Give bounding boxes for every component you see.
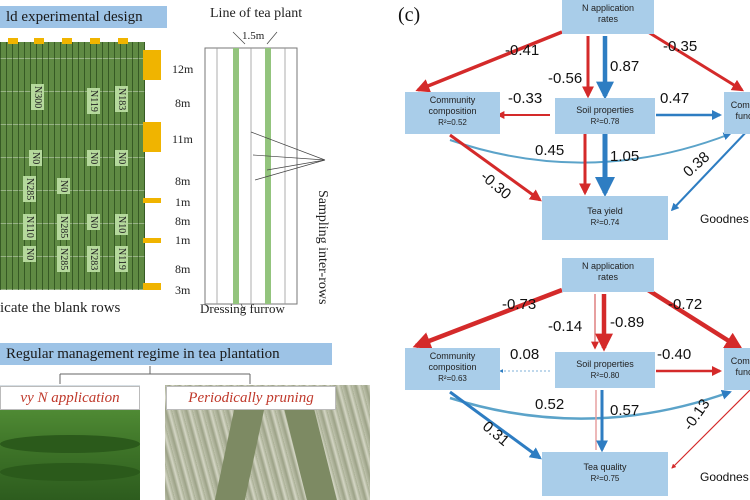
- plot-label: N183: [115, 86, 128, 113]
- coef-label: 0.87: [610, 58, 640, 75]
- coef-label: 0.52: [535, 396, 565, 413]
- plot-label: N119: [115, 246, 128, 272]
- blank-row-marker: [143, 122, 161, 152]
- distance-label: 8m: [175, 96, 191, 110]
- sem-arrows: [412, 30, 750, 469]
- row-width-label: 1.5m: [242, 30, 265, 42]
- coef-label: -0.33: [508, 90, 543, 107]
- panel-c-letter: (c): [398, 4, 421, 26]
- photo1-caption: vy N application: [0, 386, 140, 410]
- plot-label: N0: [87, 214, 100, 231]
- coef-label: -0.72: [668, 296, 703, 313]
- distance-label: 8m: [175, 262, 191, 276]
- coef-label: -0.41: [505, 42, 540, 59]
- row-layout-diagram: [204, 31, 326, 310]
- plot-label: N283: [87, 246, 100, 273]
- coef-label: -0.14: [548, 318, 583, 335]
- distance-label: 3m: [175, 283, 191, 297]
- blank-row-marker: [118, 38, 128, 44]
- path-community-to-function: [449, 132, 732, 164]
- distance-label: 11m: [172, 132, 193, 146]
- path-n-to-community-2: [412, 287, 563, 350]
- plot-label: N0: [87, 150, 100, 167]
- path-function-to-quality: [671, 389, 750, 469]
- coef-label: -0.73: [502, 296, 537, 313]
- coef-label: 0.08: [510, 346, 540, 363]
- blank-row-marker: [90, 38, 100, 44]
- mgmt-bracket: [59, 366, 251, 384]
- path-community-to-quality: [449, 390, 542, 460]
- blank-row-marker: [143, 198, 161, 203]
- plot-label: N10: [115, 214, 128, 236]
- plot-label: N0: [115, 150, 128, 167]
- plot-label: N285: [23, 176, 36, 203]
- coef-label: -0.56: [548, 70, 583, 87]
- coef-label: 0.57: [610, 402, 640, 419]
- path-n-to-community: [415, 30, 563, 93]
- distance-label: 8m: [175, 214, 191, 228]
- sampling-label: Sampling inter-rows: [315, 190, 330, 305]
- plot-label: N0: [57, 178, 70, 195]
- panel-a-title: ld experimental design: [0, 6, 167, 28]
- goodness-label-2: Goodnes: [700, 470, 749, 484]
- plot-label: N285: [57, 214, 70, 241]
- distance-label: 12m: [172, 62, 194, 76]
- plot-label: N119: [87, 88, 100, 114]
- coef-label: -0.89: [610, 314, 645, 331]
- distance-label: 1m: [175, 233, 191, 247]
- panel-b-title: Line of tea plant: [210, 6, 303, 21]
- coef-label: -0.40: [657, 346, 692, 363]
- coef-label: 1.05: [610, 148, 640, 165]
- blank-row-marker: [143, 238, 161, 243]
- distance-label: 1m: [175, 195, 191, 209]
- plot-label: N0: [29, 150, 42, 167]
- path-n-to-function-2: [646, 288, 744, 350]
- path-n-to-function: [647, 30, 745, 92]
- node-community-function-2: Commfunc: [724, 348, 750, 390]
- mgmt-title: Regular management regime in tea plantat…: [0, 343, 332, 365]
- plot-label: N110: [23, 214, 36, 240]
- goodness-label: Goodnes: [700, 212, 749, 226]
- node-community-function: Commfunc: [724, 92, 750, 134]
- plot-label: N300: [31, 84, 44, 111]
- blank-row-marker: [8, 38, 18, 44]
- panel-a-caption: icate the blank rows: [0, 300, 121, 316]
- plot-label: N285: [57, 246, 70, 273]
- blank-row-marker: [143, 50, 161, 80]
- blank-row-marker: [143, 283, 161, 290]
- blank-row-marker: [34, 38, 44, 44]
- coef-label: -0.35: [663, 38, 698, 55]
- furrow-label: Dressing furrow: [200, 301, 285, 316]
- distance-label: 8m: [175, 174, 191, 188]
- photo2-caption: Periodically pruning: [166, 386, 336, 410]
- plot-label: N0: [23, 246, 36, 263]
- coef-label: 0.47: [660, 90, 690, 107]
- path-function-to-yield: [670, 127, 750, 212]
- coef-label: 0.45: [535, 142, 565, 159]
- blank-row-marker: [62, 38, 72, 44]
- path-community-to-yield: [449, 133, 542, 202]
- path-community-to-function-2: [449, 389, 732, 420]
